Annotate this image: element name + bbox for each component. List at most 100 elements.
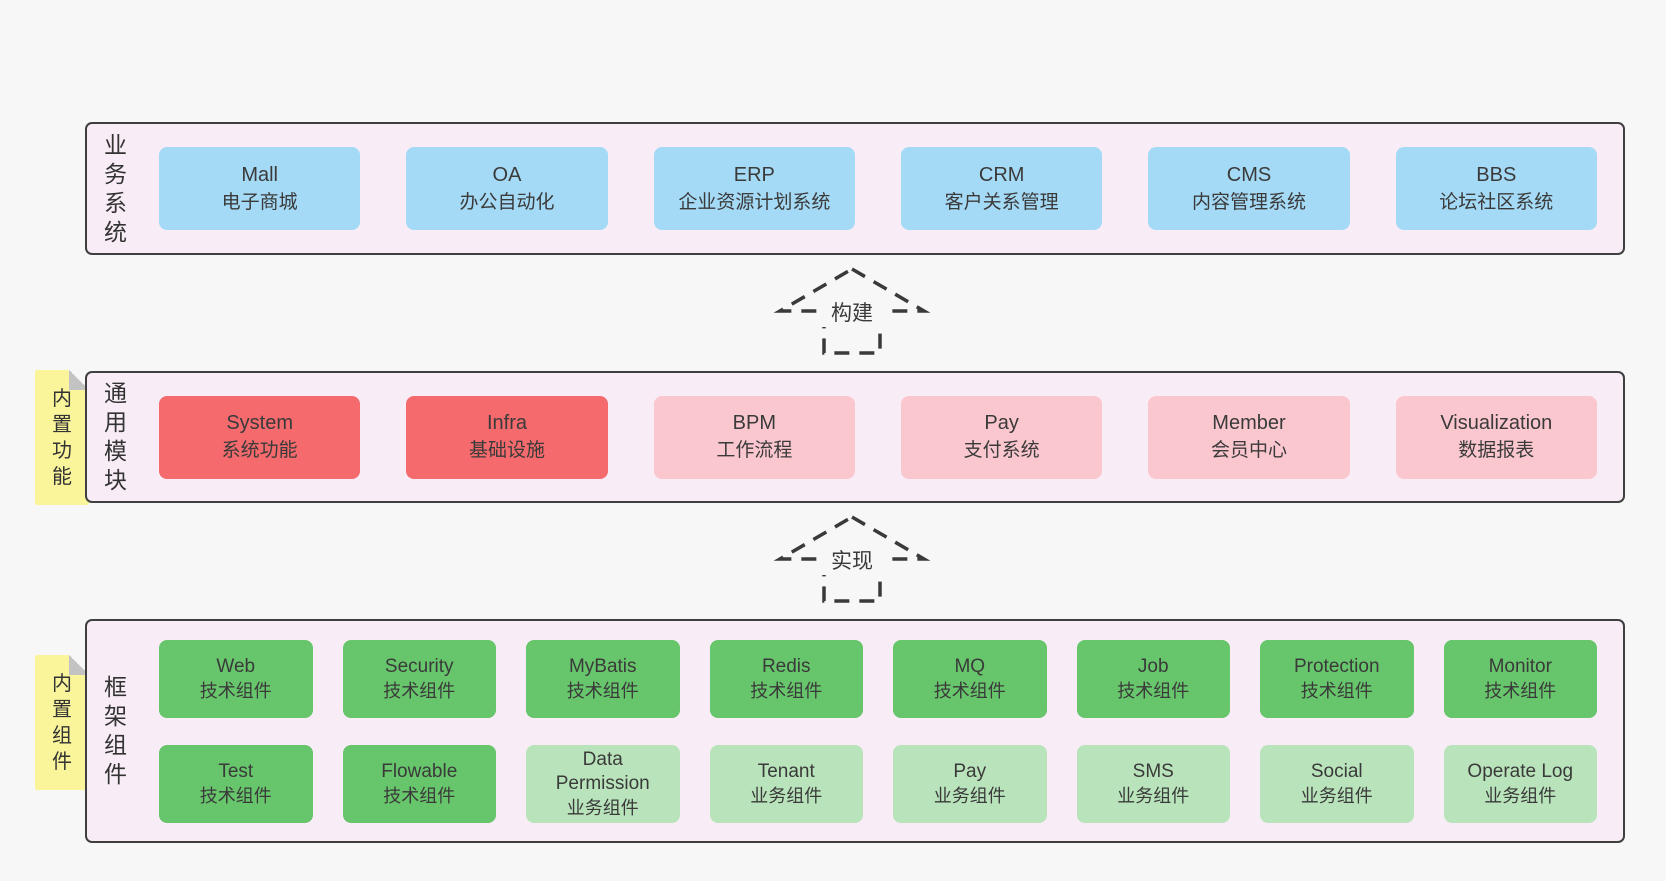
box-title: SMS	[1132, 760, 1174, 782]
box-subtitle: 支付系统	[963, 440, 1040, 461]
box-title: Test	[218, 760, 254, 782]
box-web: Web 技术组件	[159, 639, 313, 718]
box-mq: MQ 技术组件	[893, 639, 1047, 718]
box-data-permission: Data Permission 业务组件	[526, 744, 680, 823]
box-redis: Redis 技术组件	[709, 639, 863, 718]
box-title: Mall	[241, 163, 278, 186]
folded-corner-icon	[69, 370, 89, 390]
box-title: ERP	[733, 163, 775, 186]
box-sms: SMS 业务组件	[1076, 744, 1230, 823]
folded-corner-icon	[69, 655, 89, 675]
box-pay: Pay 支付系统	[900, 395, 1103, 479]
sticky-label: 内置组件	[52, 672, 72, 773]
box-bbs: BBS 论坛社区系统	[1395, 147, 1597, 230]
box-mybatis: MyBatis 技术组件	[526, 639, 680, 718]
box-subtitle: 业务组件	[566, 797, 639, 818]
box-job: Job 技术组件	[1076, 639, 1230, 718]
box-title: MQ	[954, 655, 986, 677]
sticky-label: 内置功能	[52, 387, 72, 488]
box-subtitle: 业务组件	[1484, 785, 1557, 806]
box-oa: OA 办公自动化	[406, 147, 608, 230]
box-title: Visualization	[1440, 412, 1553, 434]
box-subtitle: 技术组件	[383, 785, 456, 806]
box-title: Web	[216, 655, 256, 677]
box-title: Job	[1137, 655, 1169, 677]
box-subtitle: 系统功能	[221, 440, 298, 461]
box-subtitle: 技术组件	[750, 680, 823, 701]
box-subtitle: 业务组件	[933, 785, 1006, 806]
box-subtitle: 技术组件	[199, 680, 272, 701]
box-bpm: BPM 工作流程	[653, 395, 855, 479]
box-subtitle: 业务组件	[1300, 785, 1373, 806]
box-title: System	[226, 412, 293, 434]
box-title: BPM	[732, 412, 776, 434]
box-crm: CRM 客户关系管理	[900, 147, 1103, 230]
box-protection: Protection 技术组件	[1260, 639, 1414, 718]
layer-title: 框架组件	[104, 674, 127, 787]
box-subtitle: 论坛社区系统	[1439, 191, 1554, 213]
box-subtitle: 技术组件	[566, 680, 639, 701]
box-subtitle: 会员中心	[1210, 440, 1287, 461]
box-title: Monitor	[1488, 655, 1552, 677]
layer-business-systems: 业务系统 Mall 电子商城 OA 办公自动化 ERP 企业资源计划系统 CRM 客户关系管理…	[85, 122, 1625, 255]
box-subtitle: 客户关系管理	[944, 191, 1059, 213]
block-arrow-outline	[773, 514, 931, 603]
arrow-up-implement: 实现	[773, 514, 931, 603]
box-subtitle: 基础设施	[468, 440, 545, 461]
box-system: System 系统功能	[159, 395, 361, 479]
box-cms: CMS 内容管理系统	[1148, 147, 1350, 230]
box-title: CRM	[978, 163, 1025, 186]
box-subtitle: 办公自动化	[459, 191, 555, 213]
box-subtitle: 技术组件	[199, 785, 272, 806]
box-title: Member	[1212, 412, 1286, 434]
box-title: Tenant	[757, 760, 815, 782]
box-social: Social 业务组件	[1260, 744, 1414, 823]
box-title: Pay	[984, 412, 1019, 434]
box-erp: ERP 企业资源计划系统	[653, 147, 855, 230]
box-subtitle: 技术组件	[1117, 680, 1190, 701]
box-subtitle: 企业资源计划系统	[678, 191, 831, 213]
arrow-label: 实现	[831, 550, 873, 573]
box-subtitle: 内容管理系统	[1191, 191, 1306, 213]
box-title: Social	[1310, 760, 1363, 782]
box-title: BBS	[1476, 163, 1517, 186]
box-tenant: Tenant 业务组件	[709, 744, 863, 823]
box-title: Operate Log	[1467, 760, 1574, 782]
box-subtitle: 工作流程	[716, 440, 793, 461]
layer-title: 业务系统	[104, 131, 127, 245]
box-mall: Mall 电子商城	[159, 147, 361, 230]
box-title: MyBatis	[568, 655, 637, 677]
box-title: CMS	[1226, 163, 1272, 186]
box-grid: Mall 电子商城 OA 办公自动化 ERP 企业资源计划系统 CRM 客户关系管理 CMS 内容…	[159, 147, 1597, 230]
box-title: OA	[492, 163, 522, 186]
arrow-label-background	[821, 297, 883, 327]
box-title: Data Permission	[555, 748, 650, 794]
arrow-up-build: 构建	[773, 266, 931, 355]
box-subtitle: 技术组件	[1300, 680, 1373, 701]
box-subtitle: 电子商城	[221, 191, 298, 213]
arrow-label-background	[821, 545, 883, 575]
box-title: Protection	[1293, 655, 1380, 677]
box-flowable: Flowable 技术组件	[342, 744, 496, 823]
box-test: Test 技术组件	[159, 744, 313, 823]
box-operate-log: Operate Log 业务组件	[1443, 744, 1597, 823]
box-subtitle: 业务组件	[1117, 785, 1190, 806]
box-title: Flowable	[381, 760, 458, 782]
box-member: Member 会员中心	[1148, 395, 1350, 479]
box-title: Redis	[761, 655, 811, 677]
layer-title: 通用模块	[104, 380, 127, 493]
box-subtitle: 技术组件	[933, 680, 1006, 701]
box-subtitle: 业务组件	[750, 785, 823, 806]
sticky-note-builtin-components: 内置组件	[35, 655, 89, 790]
